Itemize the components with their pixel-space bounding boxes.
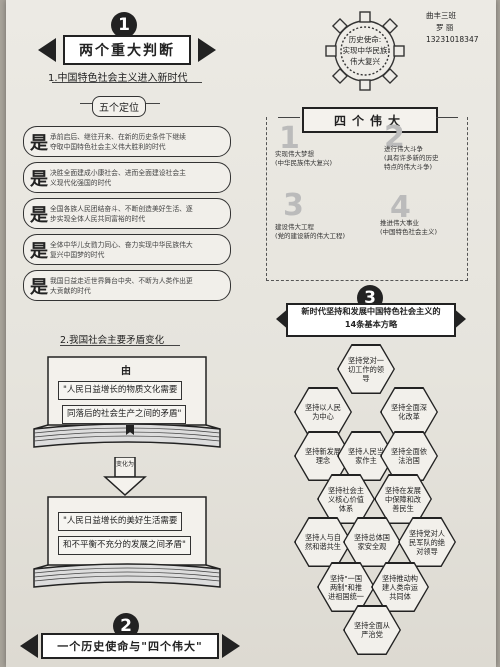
section1-ribbon: 两个重大判断 (38, 35, 216, 65)
contradiction-underline (60, 345, 180, 346)
position-text: 全国各族人民团结奋斗、不断创造美好生活、逐步实现全体人民共同富裕的时代 (50, 204, 193, 223)
section3-title: 新时代坚持和发展中国特色社会主义的 14条基本方略 (286, 303, 456, 337)
great-text: 实现伟大梦想(中华民族伟大复兴) (275, 150, 333, 167)
position-item: 是 我国日益走近世界舞台中央、不断为人类作出更大贡献的时代 (23, 270, 231, 301)
hex-text: 坚持推动构建人类命运共同体 (372, 563, 428, 611)
great-text: 建设伟大工程(党的建设新的伟大工程) (275, 223, 346, 240)
shi-marker: 是 (30, 276, 48, 298)
shi-marker: 是 (30, 132, 48, 154)
old-contradiction-line2: 同落后的社会生产之间的矛盾" (62, 405, 187, 424)
hex-text: 坚持全面依法治国 (381, 432, 437, 480)
great-text: 推进伟大事业(中国特色社会主义) (380, 219, 438, 236)
gear-text: 历史使命: 实现中华民族 伟大复兴 (335, 34, 395, 67)
down-arrow-icon (103, 457, 147, 497)
footer-title: 一个历史使命与"四个伟大" (41, 633, 219, 659)
hex-text: 坚持总体国家安全观 (344, 518, 400, 566)
position-text: 承前启后、继往开来、在新的历史条件下继续夺取中国特色社会主义伟大胜利的时代 (50, 132, 186, 151)
gear-text-line: 实现中华民族 (342, 46, 388, 55)
great-item-3: 3 建设伟大工程(党的建设新的伟大工程) (275, 191, 370, 260)
footer-ribbon: 一个历史使命与"四个伟大" (20, 632, 240, 660)
hex-text: 坚持人与自然和谐共生 (295, 518, 351, 566)
position-item: 是 全国各族人民团结奋斗、不断创造美好生活、逐步实现全体人民共同富裕的时代 (23, 198, 231, 229)
great-number: 1 (279, 121, 300, 156)
hex-text: 坚持全面从严治党 (344, 606, 400, 654)
gear-text-line: 伟大复兴 (350, 57, 380, 66)
position-item: 是 承前启后、继往开来、在新的历史条件下继续夺取中国特色社会主义伟大胜利的时代 (23, 126, 231, 157)
shi-marker: 是 (30, 168, 48, 190)
hex-text: 坚持党对人民军队的绝对领导 (399, 518, 455, 566)
section-number-1: 1 (111, 12, 137, 38)
hex-text: 坚持社会主义核心价值体系 (318, 475, 374, 523)
hex-text: 坚持全面深化改革 (381, 388, 437, 436)
great-text: 进行伟大斗争(具有许多新的历史特点的伟大斗争) (384, 145, 439, 171)
great-item-1: 1 实现伟大梦想(中华民族伟大复兴) (275, 124, 365, 195)
section3-title-line1: 新时代坚持和发展中国特色社会主义的 (301, 306, 441, 316)
section1-title: 两个重大判断 (63, 35, 191, 65)
student-info: 曲丰三班 罗 丽 13231018347 (426, 10, 479, 46)
hex-text: 坚持"一国两制"和推进祖国统一 (318, 563, 374, 611)
section3-title-line2: 14条基本方略 (344, 319, 398, 329)
old-contradiction-line1: "人民日益增长的物质文化需要 (58, 381, 183, 400)
title-line (278, 117, 300, 118)
great-number: 3 (283, 188, 304, 223)
gear-text-line: 历史使命: (348, 35, 382, 44)
section1-subtitle: 1.中国特色社会主义进入新时代 (48, 73, 188, 84)
position-text: 全体中华儿女勠力同心、奋力实现中华民族伟大复兴中国梦的时代 (50, 240, 193, 259)
position-item: 是 全体中华儿女勠力同心、奋力实现中华民族伟大复兴中国梦的时代 (23, 234, 231, 265)
student-class: 曲丰三班 (426, 11, 456, 20)
shi-marker: 是 (30, 240, 48, 262)
position-text: 决胜全面建成小康社会、进而全面建设社会主义现代化强国的时代 (50, 168, 186, 187)
great-item-4: 4 推进伟大事业(中国特色社会主义) (380, 190, 466, 260)
great-number: 4 (390, 190, 411, 225)
from-label: 由 (121, 366, 131, 377)
contradiction-title: 2.我国社会主要矛盾变化 (60, 335, 165, 346)
arrow-label: 变化为 (115, 461, 134, 468)
student-id: 13231018347 (426, 35, 479, 44)
hex-text: 坚持以人民为中心 (295, 388, 351, 436)
title-line (436, 117, 458, 118)
subtitle-underline (52, 82, 202, 83)
position-text: 我国日益走近世界舞台中央、不断为人类作出更大贡献的时代 (50, 276, 193, 295)
new-contradiction-line2: 和不平衡不充分的发展之间矛盾" (58, 536, 191, 555)
new-contradiction-line1: "人民日益增长的美好生活需要 (58, 512, 183, 531)
shi-marker: 是 (30, 204, 48, 226)
four-greats-box (266, 117, 468, 281)
hex-text: 坚持党对一切工作的领导 (338, 345, 394, 393)
student-name: 罗 丽 (436, 23, 454, 32)
section3-ribbon: 新时代坚持和发展中国特色社会主义的 14条基本方略 (276, 303, 466, 337)
gear-icon (325, 11, 405, 91)
hex-text: 坚持在发展中保障和改善民生 (375, 475, 431, 523)
position-item: 是 决胜全面建成小康社会、进而全面建设社会主义现代化强国的时代 (23, 162, 231, 193)
five-positions-title: 五个定位 (92, 96, 146, 117)
great-number: 2 (384, 120, 405, 155)
four-greats-title: 四个伟大 (302, 107, 438, 133)
great-item-2: 2 进行伟大斗争(具有许多新的历史特点的伟大斗争) (378, 120, 466, 195)
